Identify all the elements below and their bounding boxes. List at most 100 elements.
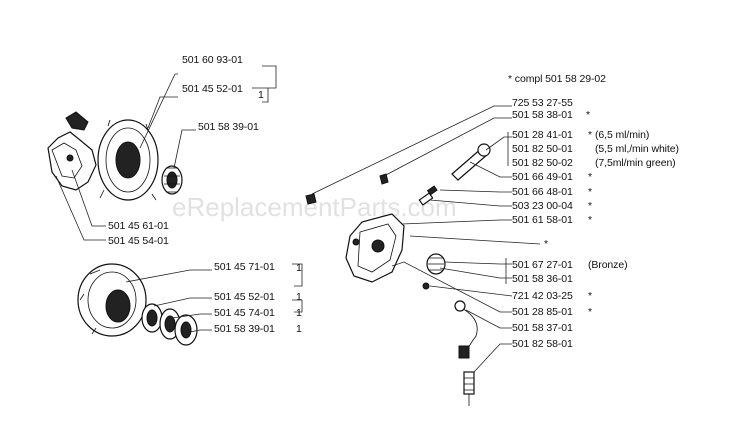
label-part: 501 66 49-01: [512, 171, 573, 183]
oil-pump-assembly: [305, 143, 491, 406]
bracket: [252, 87, 269, 103]
drum-teeth: [99, 119, 157, 201]
screw: [305, 193, 317, 205]
leader: [147, 96, 178, 129]
label-mark: *: [588, 290, 592, 302]
oil-strainer: [463, 371, 475, 395]
needle-bearing-core: [166, 171, 178, 189]
clutch-assembly-lower: [77, 263, 198, 346]
label-part: 725 53 27-55: [512, 97, 573, 109]
label-mark: *: [588, 214, 592, 226]
plunger-washer: [426, 185, 438, 196]
label-part: 501 66 48-01: [512, 186, 573, 198]
oil-pump-port: [352, 238, 360, 246]
spur-washer-core: [146, 309, 158, 327]
label-qty: 1: [296, 323, 302, 335]
label-part: 501 82 50-02: [512, 157, 573, 169]
label-part: 501 58 38-01: [512, 109, 573, 121]
label-part: 721 42 03-25: [512, 290, 573, 302]
label-note: (Bronze): [588, 259, 627, 271]
leader: [401, 219, 512, 225]
label-note: (7,5ml/min green): [595, 157, 676, 169]
leader: [429, 199, 512, 207]
o-ring: [422, 282, 430, 290]
leader: [409, 235, 541, 245]
label-note: (5,5 ml,/min white): [595, 143, 679, 155]
leader: [439, 189, 512, 193]
label-part: 501 45 52-01: [214, 291, 275, 303]
label-part: 501 58 39-01: [214, 323, 275, 335]
label-part: 501 45 54-01: [108, 235, 169, 247]
label-qty: 1: [258, 89, 264, 101]
leader: [189, 329, 212, 333]
leader: [391, 261, 512, 313]
lower-bearing-core: [164, 315, 176, 333]
leader: [171, 313, 212, 319]
oil-strainer-mesh: [464, 377, 474, 391]
clutch-hub-bolt: [66, 154, 74, 162]
leader: [125, 269, 212, 283]
clutch-drum-rim: [105, 127, 151, 193]
label-mark: *: [588, 306, 592, 318]
label-part: 501 45 61-01: [108, 220, 169, 232]
label-qty: 1: [296, 291, 302, 303]
label-part: 501 58 39-01: [198, 121, 259, 133]
leader: [439, 267, 512, 279]
oil-pump-bore: [371, 239, 385, 253]
clutch-drum-hub: [115, 141, 141, 179]
lower-needle-bearing-core: [180, 321, 192, 339]
rim-drum-inner: [87, 271, 137, 329]
leader: [173, 129, 196, 169]
worm-gear-thread: [428, 257, 444, 271]
leader: [71, 169, 106, 227]
label-part: 501 61 58-01: [512, 214, 573, 226]
clutch-assembly-upper: [47, 111, 183, 201]
screw: [379, 173, 389, 185]
leader: [473, 343, 512, 373]
label-part: 501 58 37-01: [512, 322, 573, 334]
leader: [383, 117, 512, 177]
oil-hose-fitting: [454, 300, 466, 312]
label-part: 501 82 50-01: [512, 143, 573, 155]
label-part: 501 28 41-01: [512, 129, 573, 141]
bracket: [292, 263, 303, 287]
label-mark: *: [588, 200, 592, 212]
label-part: 501 45 52-01: [182, 83, 243, 95]
label-compl: * compl 501 58 29-02: [508, 73, 606, 85]
bracket: [292, 299, 303, 313]
label-part: 503 23 00-04: [512, 200, 573, 212]
clutch-shoe-inner: [51, 142, 83, 179]
leader: [443, 261, 512, 265]
label-part: 501 58 36-01: [512, 273, 573, 285]
label-note: (6,5 ml/min): [595, 129, 649, 141]
plunger-spring: [418, 192, 434, 206]
oil-pump-face: [357, 223, 397, 273]
rim-drum-hub: [105, 289, 131, 323]
label-mark: *: [588, 171, 592, 183]
leader: [469, 161, 512, 178]
leader: [311, 105, 512, 195]
plunger-head: [477, 143, 491, 157]
label-mark: *: [586, 109, 590, 121]
label-mark: *: [544, 238, 548, 250]
label-mark: *: [588, 129, 592, 141]
label-mark: *: [588, 186, 592, 198]
label-part: 501 60 93-01: [182, 54, 243, 66]
clutch-shoe: [47, 131, 97, 191]
label-qty: 1: [296, 307, 302, 319]
label-part: 501 45 71-01: [214, 261, 275, 273]
label-part: 501 82 58-01: [512, 338, 573, 350]
leader: [429, 285, 513, 297]
label-part: 501 28 85-01: [512, 306, 573, 318]
label-part: 501 67 27-01: [512, 259, 573, 271]
clutch-spring-hook: [65, 111, 89, 131]
needle-bearing-rollers: [164, 167, 180, 193]
label-part: 501 45 74-01: [214, 307, 275, 319]
rim-drum-ribs: [79, 269, 101, 335]
leader: [139, 73, 178, 149]
label-qty: 1: [296, 262, 302, 274]
leader: [465, 309, 512, 329]
leader: [153, 297, 212, 307]
